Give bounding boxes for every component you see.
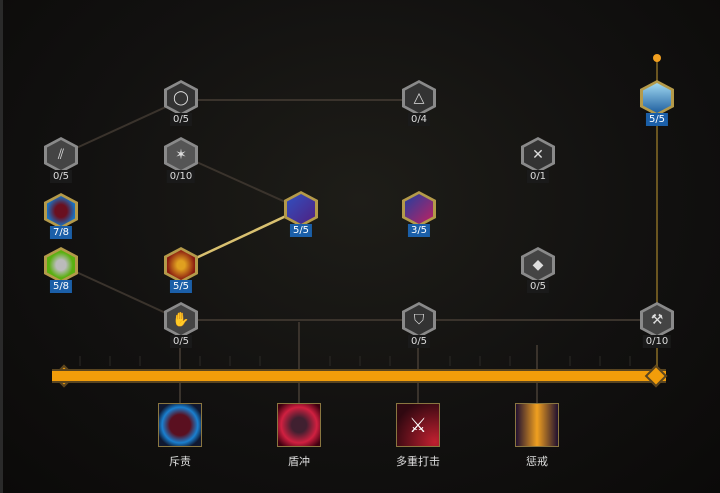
skill-node-orb[interactable]: 7/8 [44, 193, 78, 243]
skill-rebuke[interactable]: 斥责 [158, 403, 202, 469]
sword-icon: ✶ [167, 140, 195, 170]
rank-count: 5/8 [49, 280, 73, 293]
rank-count: 5/5 [289, 224, 313, 237]
claw-icon: ⫽ [47, 140, 75, 170]
skill-node-gauntlet[interactable]: ✋0/5 [164, 302, 198, 352]
blade-icon [287, 194, 315, 224]
skill-node-cross-swords[interactable]: ✕0/1 [521, 137, 555, 187]
ice-icon [643, 83, 671, 113]
gauntlet-icon: ✋ [167, 305, 195, 335]
armor-icon [47, 250, 75, 280]
rank-count: 0/5 [169, 335, 193, 348]
skill-node-ice[interactable]: 5/5 [640, 80, 674, 130]
skill-node-triangle[interactable]: △0/4 [402, 80, 436, 130]
ring-icon: ◯ [167, 83, 195, 113]
rank-count: 7/8 [49, 226, 73, 239]
rank-count: 5/5 [645, 113, 669, 126]
skill-node-armor[interactable]: 5/8 [44, 247, 78, 297]
link [60, 264, 182, 321]
hammer-icon: ⚒ [643, 305, 671, 335]
skill-node-shield[interactable]: ⛉0/5 [402, 302, 436, 352]
skill-label: 惩戒 [526, 455, 548, 468]
rank-count: 0/4 [407, 113, 431, 126]
skill-multi-strike[interactable]: ⚔ 多重打击 [396, 403, 440, 469]
active-link [180, 207, 302, 267]
skill-node-warrior[interactable]: 5/5 [164, 247, 198, 297]
orb-icon [47, 196, 75, 226]
skill-node-cone[interactable]: 3/5 [402, 191, 436, 241]
rank-count: 0/10 [166, 170, 196, 183]
shield-charge-icon [277, 403, 321, 447]
left-border [0, 0, 3, 493]
skill-node-fist[interactable]: ◆0/5 [521, 247, 555, 297]
skill-label: 斥责 [169, 455, 191, 468]
shield-icon: ⛉ [405, 305, 433, 335]
link [180, 154, 302, 210]
rank-count: 0/10 [642, 335, 672, 348]
triangle-icon: △ [405, 83, 433, 113]
rank-count: 0/5 [407, 335, 431, 348]
rank-count: 0/5 [49, 170, 73, 183]
skill-node-hammer[interactable]: ⚒0/10 [640, 302, 674, 352]
rebuke-icon [158, 403, 202, 447]
fist-icon: ◆ [524, 250, 552, 280]
warrior-icon [167, 250, 195, 280]
skill-label: 多重打击 [396, 455, 440, 468]
link [60, 99, 182, 156]
skill-label: 盾冲 [288, 455, 310, 468]
cross-swords-icon: ✕ [524, 140, 552, 170]
rank-count: 0/1 [526, 170, 550, 183]
skill-chastise[interactable]: 惩戒 [515, 403, 559, 469]
rank-count: 3/5 [407, 224, 431, 237]
skill-node-sword-burst[interactable]: ✶0/10 [164, 137, 198, 187]
rank-count: 0/5 [169, 113, 193, 126]
skill-node-purple-blade[interactable]: 5/5 [284, 191, 318, 241]
multi-strike-icon: ⚔ [396, 403, 440, 447]
skill-node-ring[interactable]: ◯0/5 [164, 80, 198, 130]
skill-node-claw[interactable]: ⫽0/5 [44, 137, 78, 187]
rank-count: 5/5 [169, 280, 193, 293]
level-progress-bar [52, 369, 666, 383]
chastise-icon [515, 403, 559, 447]
rank-count: 0/5 [526, 280, 550, 293]
skill-shield-charge[interactable]: 盾冲 [277, 403, 321, 469]
cone-icon [405, 194, 433, 224]
end-marker [653, 54, 661, 62]
